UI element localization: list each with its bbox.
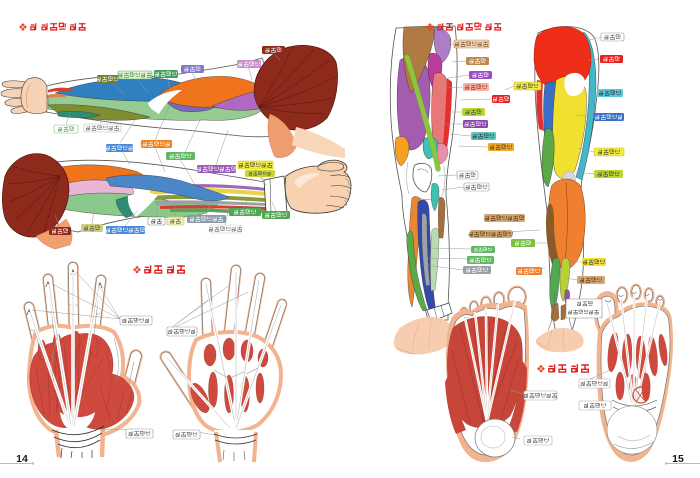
svg-text:15: 15: [672, 453, 684, 465]
svg-text:14: 14: [16, 453, 28, 465]
